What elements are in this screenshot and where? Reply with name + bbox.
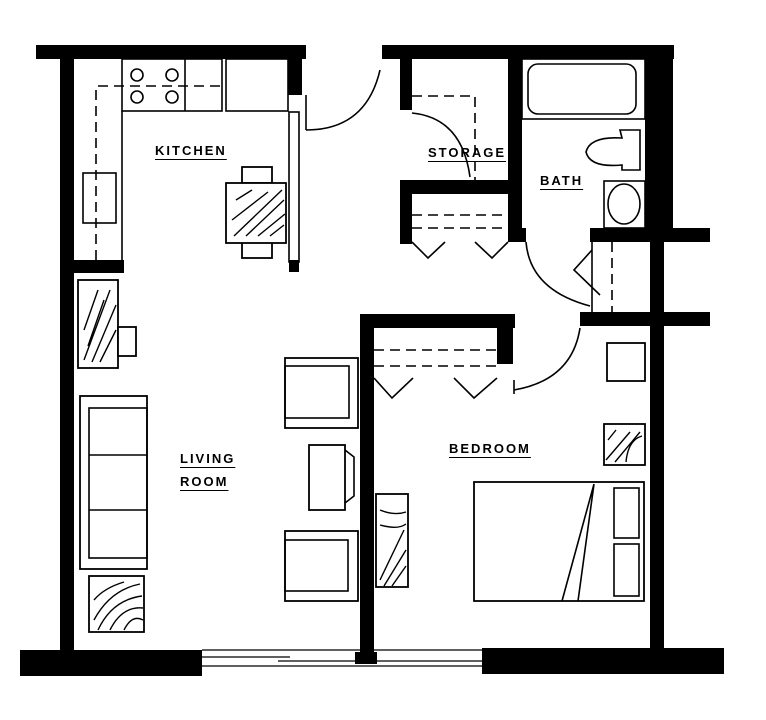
bedroom-label: BEDROOM [449,441,531,456]
bedroom-furniture [373,327,646,602]
bath-fixtures [521,58,646,312]
living-label-line2: ROOM [180,474,229,489]
walls [20,45,724,676]
storage-fixtures [411,95,509,260]
patio-door [202,649,482,667]
living-label-line1: LIVING [180,451,236,466]
kitchen-counter [82,58,300,263]
kitchen-table [225,166,287,259]
living-furniture [77,279,359,633]
kitchen-label: KITCHEN [155,143,227,158]
storage-label: STORAGE [428,145,507,160]
entry-door-swing [305,69,381,131]
bath-label: BATH [540,173,584,188]
